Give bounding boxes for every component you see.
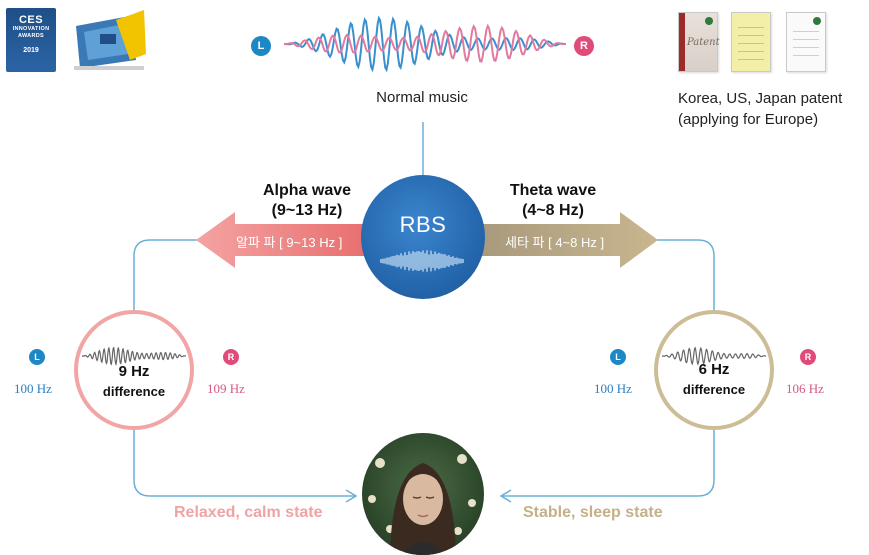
alpha-diff-label: difference <box>102 384 166 399</box>
theta-connector <box>655 239 715 312</box>
alpha-waveform <box>82 346 186 366</box>
alpha-title-line1: Alpha wave <box>262 182 352 199</box>
alpha-right-hz: 109 Hz <box>207 381 245 396</box>
relaxed-person-photo <box>362 433 484 555</box>
rbs-circle <box>361 175 485 299</box>
ces-logo: CES <box>18 14 44 26</box>
alpha-to-portrait <box>133 430 355 497</box>
ces-year: 2019 <box>23 47 39 54</box>
alpha-right-channel-badge: R <box>223 349 239 365</box>
patent-line1: Korea, US, Japan patent <box>678 90 843 107</box>
theta-title-line1: Theta wave <box>509 182 597 199</box>
patent-document-yellow <box>731 12 771 72</box>
theta-to-portrait <box>502 430 715 497</box>
ces-product-image <box>74 10 146 70</box>
seal-icon <box>705 17 713 25</box>
top-right-channel-badge: R <box>574 36 594 56</box>
theta-right-hz: 106 Hz <box>786 381 824 396</box>
alpha-state-label: Relaxed, calm state <box>174 504 323 521</box>
alpha-left-channel-badge: L <box>29 349 45 365</box>
theta-state-label: Stable, sleep state <box>523 504 663 521</box>
ces-award-badge: CES INNOVATION AWARDS 2019 <box>6 8 56 72</box>
rbs-label: RBS <box>399 212 447 237</box>
patent-document-white <box>786 12 826 72</box>
theta-arrow <box>480 212 658 268</box>
theta-left-hz: 100 Hz <box>594 381 632 396</box>
alpha-title-line2: (9~13 Hz) <box>271 202 343 219</box>
top-wave-blue <box>284 15 566 73</box>
alpha-left-hz: 100 Hz <box>14 381 52 396</box>
top-left-channel-badge: L <box>251 36 271 56</box>
alpha-diff-value: 9 Hz <box>118 363 150 380</box>
top-wave-pink <box>283 23 567 63</box>
alpha-circle <box>74 310 194 430</box>
patent-line2: (applying for Europe) <box>678 111 819 128</box>
theta-left-channel-badge: L <box>610 349 626 365</box>
alpha-wave-title: Alpha wave (9~13 Hz) <box>247 181 367 221</box>
rbs-waveform <box>380 250 464 272</box>
theta-right-channel-badge: R <box>800 349 816 365</box>
normal-music-label: Normal music <box>376 89 468 106</box>
patent-label: Korea, US, Japan patent (applying for Eu… <box>678 88 868 130</box>
theta-diff-label: difference <box>682 382 746 397</box>
alpha-connector <box>133 239 200 312</box>
person-illustration <box>368 454 476 555</box>
ces-line1: INNOVATION <box>12 26 50 32</box>
theta-arrowhead <box>499 489 512 503</box>
theta-wave-title: Theta wave (4~8 Hz) <box>493 181 613 221</box>
alpha-arrow-label: 알파 파 [ 9~13 Hz ] <box>236 235 343 250</box>
patent-doc-text: Patent <box>687 37 720 48</box>
seal-icon <box>813 17 821 25</box>
patent-document-red: Patent <box>678 12 720 72</box>
ces-line2: AWARDS <box>18 33 44 39</box>
theta-circle <box>654 310 774 430</box>
theta-arrow-label: 세타 파 [ 4~8 Hz ] <box>505 235 605 250</box>
alpha-arrowhead <box>345 489 358 503</box>
theta-title-line2: (4~8 Hz) <box>522 202 584 219</box>
alpha-arrow <box>196 212 365 268</box>
theta-diff-value: 6 Hz <box>698 361 730 378</box>
theta-waveform <box>662 346 766 366</box>
